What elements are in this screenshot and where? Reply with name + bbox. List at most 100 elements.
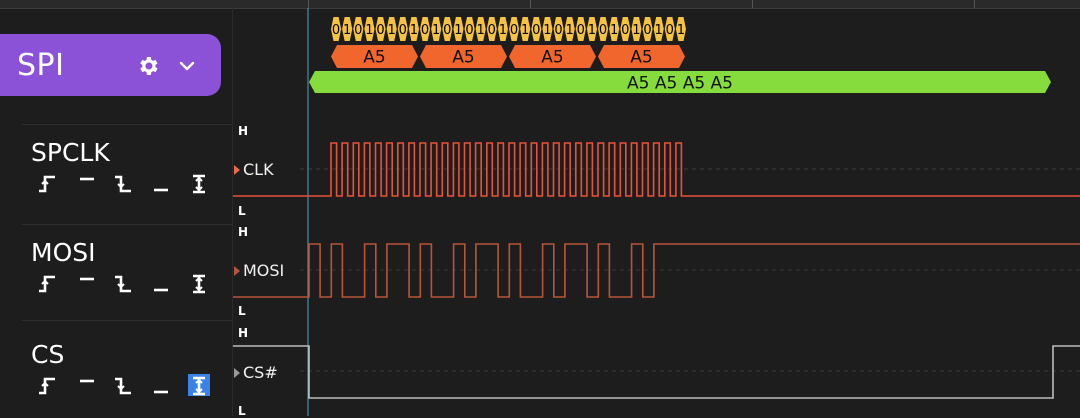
bit-value: 1	[610, 23, 618, 38]
bit-value: 0	[376, 23, 384, 38]
bit-cell	[386, 17, 397, 41]
bit-cell	[653, 17, 664, 41]
bit-value: 0	[510, 23, 518, 38]
clk-trace-label: CLK	[234, 160, 274, 179]
transaction-value: A5 A5 A5 A5	[627, 74, 733, 94]
time-ruler[interactable]	[0, 0, 1080, 9]
gear-icon[interactable]	[136, 54, 160, 78]
low-label: L	[238, 204, 246, 218]
bit-value: 1	[388, 23, 396, 38]
low-label: L	[238, 404, 246, 418]
mosi-trace-label: MOSI	[234, 261, 284, 280]
bit-cell	[631, 17, 642, 41]
bit-value: 0	[443, 23, 451, 38]
bit-value: 1	[454, 23, 462, 38]
bit-value: 0	[332, 23, 340, 38]
ruler-tick	[974, 0, 975, 8]
transaction-cell	[309, 71, 1051, 93]
rising-edge-icon[interactable]	[36, 172, 58, 194]
byte-cell	[598, 45, 685, 68]
channel-row-mosi: MOSI	[0, 224, 232, 320]
high-label: H	[238, 124, 249, 138]
bit-cell	[497, 17, 508, 41]
falling-edge-icon[interactable]	[112, 374, 134, 396]
cs-trace-label: CS#	[234, 363, 278, 382]
byte-value: A5	[363, 48, 385, 68]
bit-cell	[509, 17, 520, 41]
cs-waveform	[233, 345, 1080, 399]
low-level-icon[interactable]	[150, 272, 172, 294]
bit-value: 0	[666, 23, 674, 38]
bit-value: 1	[365, 23, 373, 38]
any-edge-icon[interactable]	[188, 172, 210, 194]
high-label: H	[238, 225, 249, 239]
bit-cell	[542, 17, 553, 41]
analyzer-button[interactable]: SPI	[0, 34, 221, 96]
bit-value: 0	[421, 23, 429, 38]
bit-cell	[331, 17, 342, 41]
bit-value: 0	[599, 23, 607, 38]
high-level-icon[interactable]	[76, 374, 98, 396]
bit-value: 0	[621, 23, 629, 38]
bit-cell	[598, 17, 609, 41]
high-level-icon[interactable]	[76, 272, 98, 294]
bit-value: 1	[588, 23, 596, 38]
ruler-tick	[530, 0, 531, 8]
channel-name: MOSI	[31, 238, 96, 267]
bit-value: 0	[488, 23, 496, 38]
bit-value: 1	[410, 23, 418, 38]
marker-icon	[234, 265, 240, 276]
bit-cell	[475, 17, 486, 41]
bit-cell	[375, 17, 386, 41]
bit-cell	[586, 17, 597, 41]
bit-value: 0	[465, 23, 473, 38]
trace-label-text: CS#	[243, 363, 278, 382]
bit-cell	[364, 17, 375, 41]
bit-cell	[520, 17, 531, 41]
low-level-icon[interactable]	[150, 374, 172, 396]
byte-value: A5	[541, 48, 563, 68]
bit-cell	[564, 17, 575, 41]
trace-label-text: MOSI	[243, 261, 285, 280]
bit-cell	[486, 17, 497, 41]
channel-name: SPCLK	[31, 138, 110, 167]
bit-value: 1	[677, 23, 685, 38]
bit-value: 0	[354, 23, 362, 38]
bit-cell	[664, 17, 675, 41]
bit-cell	[408, 17, 419, 41]
row-divider	[22, 224, 232, 225]
low-label: L	[238, 304, 246, 318]
bit-cell	[453, 17, 464, 41]
bit-cell	[397, 17, 408, 41]
bit-value: 0	[532, 23, 540, 38]
any-edge-icon[interactable]	[188, 272, 210, 294]
bit-value: 1	[632, 23, 640, 38]
row-divider	[22, 320, 232, 321]
bit-cell	[442, 17, 453, 41]
rising-edge-icon[interactable]	[36, 272, 58, 294]
bit-cell	[531, 17, 542, 41]
bit-cell	[553, 17, 564, 41]
bit-value: 0	[643, 23, 651, 38]
channel-row-spclk: SPCLK	[0, 124, 232, 224]
bit-cell	[353, 17, 364, 41]
any-edge-icon[interactable]	[188, 374, 210, 396]
bit-cell	[620, 17, 631, 41]
chevron-down-icon[interactable]	[178, 57, 196, 75]
marker-icon	[234, 164, 240, 175]
clk-waveform	[233, 142, 1080, 197]
low-level-icon[interactable]	[150, 172, 172, 194]
bit-cell	[675, 17, 686, 41]
bit-value: 1	[343, 23, 351, 38]
byte-value: A5	[630, 48, 652, 68]
high-level-icon[interactable]	[76, 172, 98, 194]
byte-cell	[331, 45, 418, 68]
ruler-tick	[752, 0, 753, 8]
rising-edge-icon[interactable]	[36, 374, 58, 396]
falling-edge-icon[interactable]	[112, 172, 134, 194]
channel-name: CS	[31, 340, 65, 369]
bit-value: 1	[566, 23, 574, 38]
panel-divider[interactable]	[232, 0, 233, 416]
falling-edge-icon[interactable]	[112, 272, 134, 294]
